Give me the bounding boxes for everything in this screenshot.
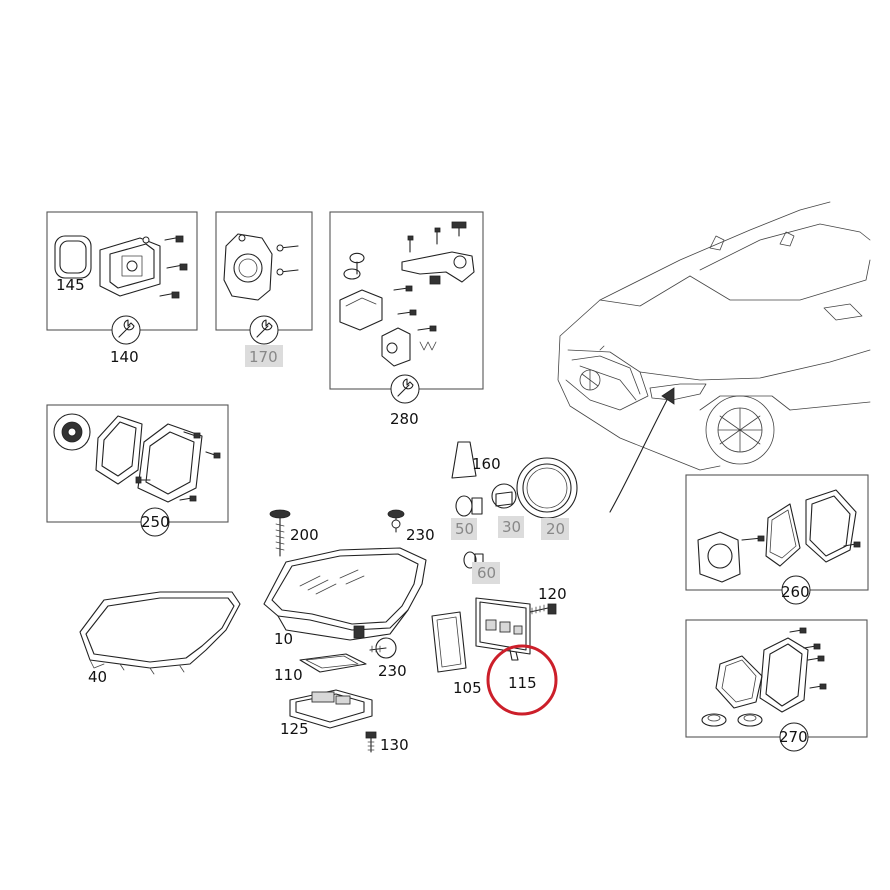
part-50[interactable]: 50 xyxy=(451,495,483,540)
wrench-icon xyxy=(249,315,279,345)
group-250[interactable]: 250 xyxy=(46,404,229,537)
pointer-arrow xyxy=(609,387,675,513)
part-160[interactable]: 160 xyxy=(451,441,501,479)
label-40: 40 xyxy=(88,668,107,686)
part-200[interactable]: 200 xyxy=(269,509,319,557)
screws-270 xyxy=(789,627,827,690)
part-40[interactable]: 40 xyxy=(79,591,241,686)
label-140: 140 xyxy=(110,348,139,366)
wrench-icon xyxy=(111,315,141,345)
part-115[interactable]: 115 xyxy=(475,597,558,716)
screw-230-top xyxy=(387,509,405,533)
label-260: 260 xyxy=(781,583,810,601)
group-270-frame xyxy=(685,619,868,738)
label-50: 50 xyxy=(455,520,474,538)
label-130: 130 xyxy=(380,736,409,754)
part-130[interactable]: 130 xyxy=(365,731,409,754)
label-170: 170 xyxy=(249,348,278,366)
label-30: 30 xyxy=(502,518,521,536)
group-260[interactable]: 260 xyxy=(685,474,869,605)
label-110: 110 xyxy=(274,666,303,684)
label-270: 270 xyxy=(779,728,808,746)
seal-270 xyxy=(715,655,763,709)
screws-250 xyxy=(135,431,221,502)
part-230-top[interactable]: 230 xyxy=(387,509,435,544)
group-260-frame xyxy=(685,474,869,591)
group-170[interactable]: 170 xyxy=(215,211,313,367)
wrench-icon xyxy=(390,374,420,404)
bolt-130 xyxy=(365,731,377,753)
label-125: 125 xyxy=(280,720,309,738)
seal-260 xyxy=(765,503,801,567)
label-160: 160 xyxy=(472,455,501,473)
group-280-frame xyxy=(329,211,484,390)
label-10: 10 xyxy=(274,630,293,648)
screws-140 xyxy=(159,235,188,299)
label-170-bg xyxy=(245,345,283,367)
part-125[interactable]: 125 xyxy=(280,689,373,738)
control-unit-125 xyxy=(289,689,373,729)
led-module-145 xyxy=(99,236,161,297)
module-260 xyxy=(697,531,765,583)
part-20[interactable]: 20 xyxy=(516,457,578,540)
group-170-frame xyxy=(215,211,313,331)
label-230-bottom: 230 xyxy=(378,662,407,680)
highlight-circle xyxy=(486,644,558,716)
label-105: 105 xyxy=(453,679,482,697)
label-20: 20 xyxy=(546,520,565,538)
label-30-bg xyxy=(498,516,524,538)
label-60-bg xyxy=(472,562,500,584)
cover-20 xyxy=(516,457,578,519)
label-50-bg xyxy=(451,518,477,540)
screws-170 xyxy=(276,244,299,276)
frame-260 xyxy=(805,489,861,563)
label-20-bg xyxy=(541,518,569,540)
group-250-frame xyxy=(46,404,229,523)
seal-110 xyxy=(299,653,367,673)
marker-260 xyxy=(781,575,811,605)
label-120: 120 xyxy=(538,585,567,603)
label-250: 250 xyxy=(141,513,170,531)
part-230-bottom[interactable]: 230 xyxy=(369,637,407,680)
card-160 xyxy=(451,441,477,479)
part-120[interactable]: 120 xyxy=(529,585,567,615)
group-140[interactable]: 145 140 xyxy=(46,211,198,366)
marker-270 xyxy=(779,722,809,752)
part-30[interactable]: 30 xyxy=(491,483,524,538)
vehicle-illustration xyxy=(557,201,871,471)
label-145: 145 xyxy=(56,276,85,294)
adjuster-parts-280 xyxy=(339,221,475,367)
seal-250 xyxy=(95,415,143,485)
cap-30 xyxy=(491,483,517,509)
group-280[interactable]: 280 xyxy=(329,211,484,428)
seal-ring-145 xyxy=(54,235,92,279)
seal-105 xyxy=(431,611,467,673)
bracket-170 xyxy=(223,233,273,301)
label-115: 115 xyxy=(508,674,537,692)
screw-200 xyxy=(269,509,291,557)
frame-270 xyxy=(759,637,809,713)
part-110[interactable]: 110 xyxy=(274,653,367,684)
bulb-50 xyxy=(455,495,483,517)
headlamp-10 xyxy=(263,547,427,641)
frame-250 xyxy=(137,423,203,503)
label-200: 200 xyxy=(290,526,319,544)
label-60: 60 xyxy=(477,564,496,582)
part-60[interactable]: 60 xyxy=(463,551,500,584)
grommets-270 xyxy=(701,713,763,727)
bolt-120 xyxy=(529,603,557,615)
group-270[interactable]: 270 xyxy=(685,619,868,752)
fan-250 xyxy=(53,413,91,451)
part-105[interactable]: 105 xyxy=(431,611,482,697)
lens-cover-40 xyxy=(79,591,241,675)
marker-250 xyxy=(140,507,170,537)
label-230-top: 230 xyxy=(406,526,435,544)
label-280: 280 xyxy=(390,410,419,428)
part-10[interactable]: 10 xyxy=(263,547,427,648)
screw-230-bottom xyxy=(369,637,397,659)
control-unit-115 xyxy=(475,597,531,661)
